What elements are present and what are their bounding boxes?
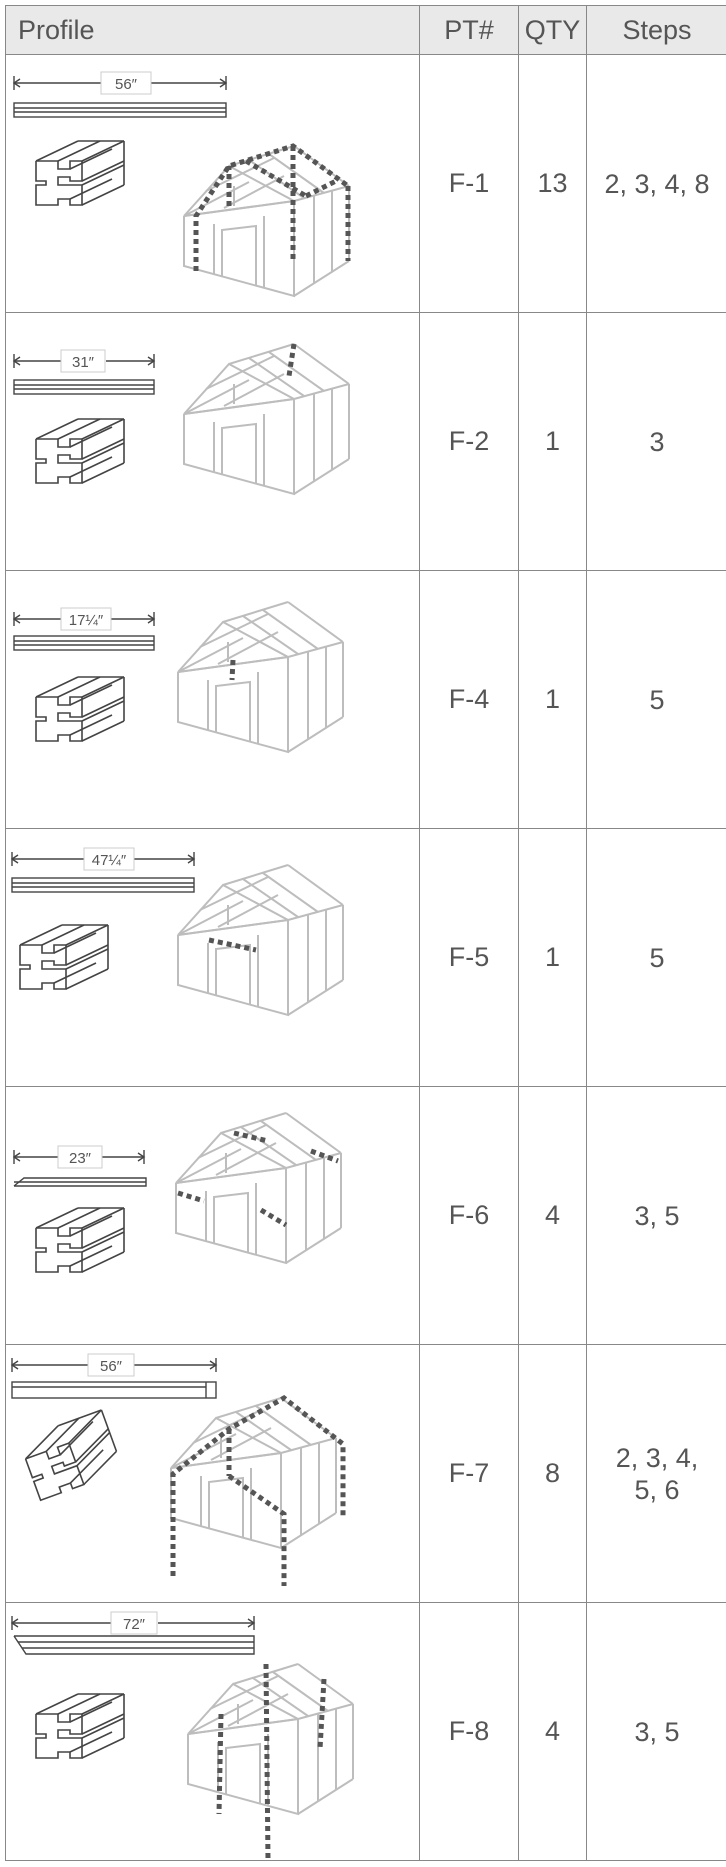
- part-illustration: 47¼″: [10, 847, 344, 1016]
- length-label: 23″: [69, 1150, 92, 1167]
- profile-icon: [35, 417, 125, 484]
- part-illustration: 72″: [10, 1611, 354, 1860]
- profile-cell: 17¼″: [6, 571, 420, 828]
- pt-cell: F-6: [420, 1087, 519, 1344]
- pt-cell: F-8: [420, 1603, 519, 1860]
- steps-cell: 2, 3, 4, 5, 6: [615, 1442, 699, 1505]
- greenhouse-icon: [183, 342, 350, 495]
- table-row: 56″ F-1 13 2, 3, 4, 8: [6, 55, 726, 313]
- length-label: 47¼″: [92, 852, 127, 869]
- profile-icon: [35, 675, 125, 742]
- profile-icon: [35, 1692, 125, 1759]
- steps-cell: 3: [649, 426, 665, 457]
- profile-cell: 72″: [6, 1603, 420, 1860]
- part-illustration: 31″: [12, 342, 350, 495]
- steps-cell: 3, 5: [634, 1716, 680, 1747]
- pt-cell: F-5: [420, 829, 519, 1086]
- profile-cell: 47¼″: [6, 829, 420, 1086]
- qty-cell: 8: [519, 1345, 587, 1602]
- profile-icon: [19, 923, 109, 990]
- part-illustration: 17¼″: [12, 600, 344, 753]
- qty-cell: 4: [519, 1087, 587, 1344]
- pt-cell: F-1: [420, 55, 519, 312]
- parts-table: Profile PT# QTY Steps 56″: [5, 5, 726, 1861]
- profile-icon: [35, 1206, 125, 1273]
- steps-cell: 5: [649, 684, 665, 715]
- greenhouse-icon: [175, 1111, 342, 1264]
- profile-cell: 56″: [6, 1345, 420, 1602]
- table-row: 47¼″ F-5 1 5: [6, 829, 726, 1087]
- qty-cell: 1: [519, 571, 587, 828]
- profile-cell: 56″: [6, 55, 420, 312]
- length-label: 56″: [115, 76, 138, 93]
- profile-icon: [17, 1408, 125, 1501]
- table-row: 56″ F-7 8 2, 3, 4, 5, 6: [6, 1345, 726, 1603]
- part-illustration: 56″: [10, 1353, 346, 1586]
- length-label: 56″: [100, 1358, 123, 1375]
- length-label: 17¼″: [69, 612, 104, 629]
- table-row: 17¼″ F-4 1 5: [6, 571, 726, 829]
- length-label: 31″: [72, 354, 95, 371]
- profile-icon: [35, 139, 125, 206]
- profile-cell: 23″: [6, 1087, 420, 1344]
- header-pt: PT#: [420, 6, 519, 54]
- qty-cell: 13: [519, 55, 587, 312]
- qty-cell: 1: [519, 313, 587, 570]
- pt-cell: F-7: [420, 1345, 519, 1602]
- greenhouse-icon: [177, 600, 344, 753]
- profile-cell: 31″: [6, 313, 420, 570]
- steps-cell: 2, 3, 4, 8: [604, 168, 710, 199]
- part-illustration: 23″: [12, 1111, 342, 1273]
- length-label: 72″: [123, 1616, 146, 1633]
- steps-cell: 5: [649, 942, 665, 973]
- steps-cell: 3, 5: [634, 1200, 680, 1231]
- greenhouse-icon: [187, 1662, 354, 1815]
- header-steps: Steps: [622, 14, 692, 45]
- part-illustration: 56″: [12, 71, 351, 297]
- table-row: 23″ F-6 4 3, 5: [6, 1087, 726, 1345]
- table-row: 72″ F-8 4 3, 5: [6, 1603, 726, 1861]
- pt-cell: F-4: [420, 571, 519, 828]
- table-row: 31″ F-2 1 3: [6, 313, 726, 571]
- pt-cell: F-2: [420, 313, 519, 570]
- table-header: Profile PT# QTY Steps: [6, 6, 726, 55]
- qty-cell: 4: [519, 1603, 587, 1860]
- greenhouse-icon: [177, 863, 344, 1016]
- qty-cell: 1: [519, 829, 587, 1086]
- header-profile: Profile: [6, 6, 420, 54]
- header-qty: QTY: [519, 6, 587, 54]
